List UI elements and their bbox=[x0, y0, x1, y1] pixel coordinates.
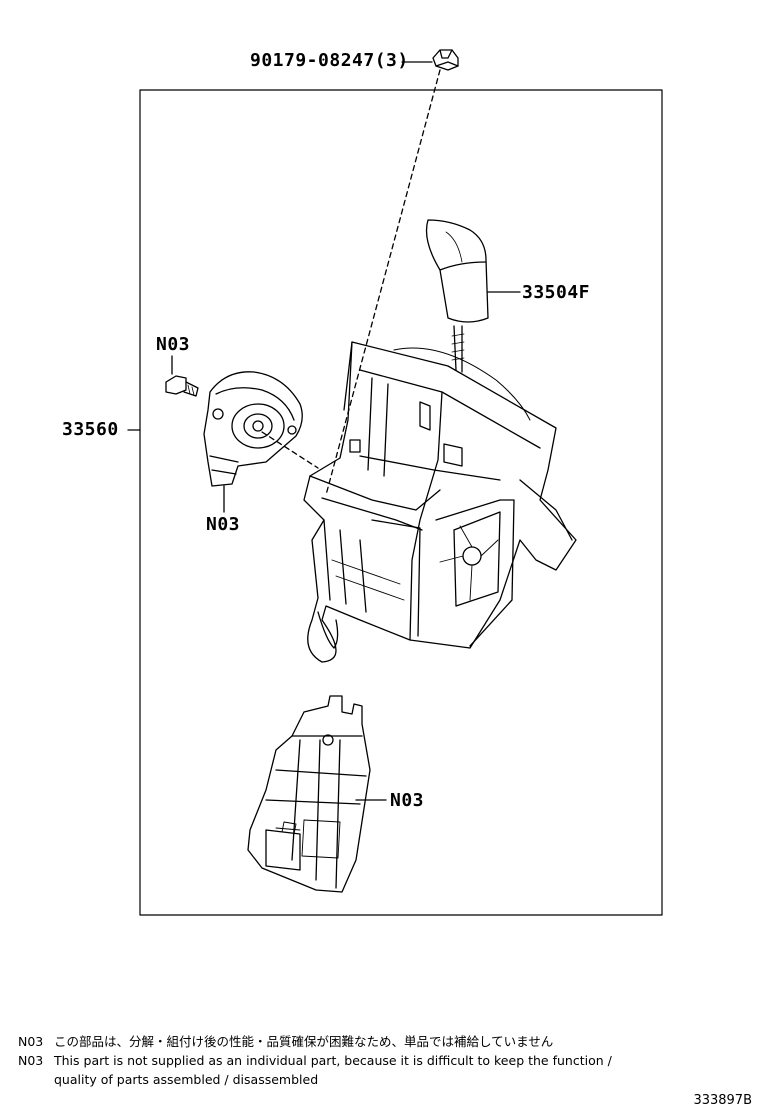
lower-unit-icon bbox=[247, 695, 371, 893]
shift-knob-icon bbox=[425, 219, 489, 373]
screw-icon bbox=[165, 375, 199, 397]
assembly-part-number: 33560 bbox=[62, 419, 119, 440]
knob-part-number: 33504F bbox=[522, 282, 591, 303]
note-code: N03 bbox=[18, 1053, 44, 1068]
bolt-part-number: 90179-08247(3) bbox=[250, 50, 409, 71]
bolt-dashed-line bbox=[325, 69, 441, 496]
note-text: この部品は、分解・組付け後の性能・品質確保が困難なため、単品では補給していません bbox=[54, 1034, 554, 1049]
screw-code-label: N03 bbox=[156, 334, 191, 355]
lower-unit-code-label: N03 bbox=[390, 790, 425, 811]
bolt-icon bbox=[432, 49, 459, 71]
note-text: This part is not supplied as an individu… bbox=[54, 1053, 612, 1068]
document-id: 333897B bbox=[693, 1093, 752, 1108]
sensor-code-label: N03 bbox=[206, 514, 241, 535]
sensor-icon bbox=[203, 371, 303, 487]
parts-diagram: 90179-08247(3) 33504F 33560 N03 N03 N03 bbox=[62, 49, 663, 916]
assembly-frame bbox=[139, 89, 663, 916]
exploded-view-drawing bbox=[127, 49, 663, 916]
note-text: quality of parts assembled / disassemble… bbox=[54, 1072, 319, 1087]
shift-lever-assembly-icon bbox=[303, 341, 577, 663]
note-code: N03 bbox=[18, 1034, 44, 1049]
sensor-dashed-line bbox=[261, 431, 319, 469]
